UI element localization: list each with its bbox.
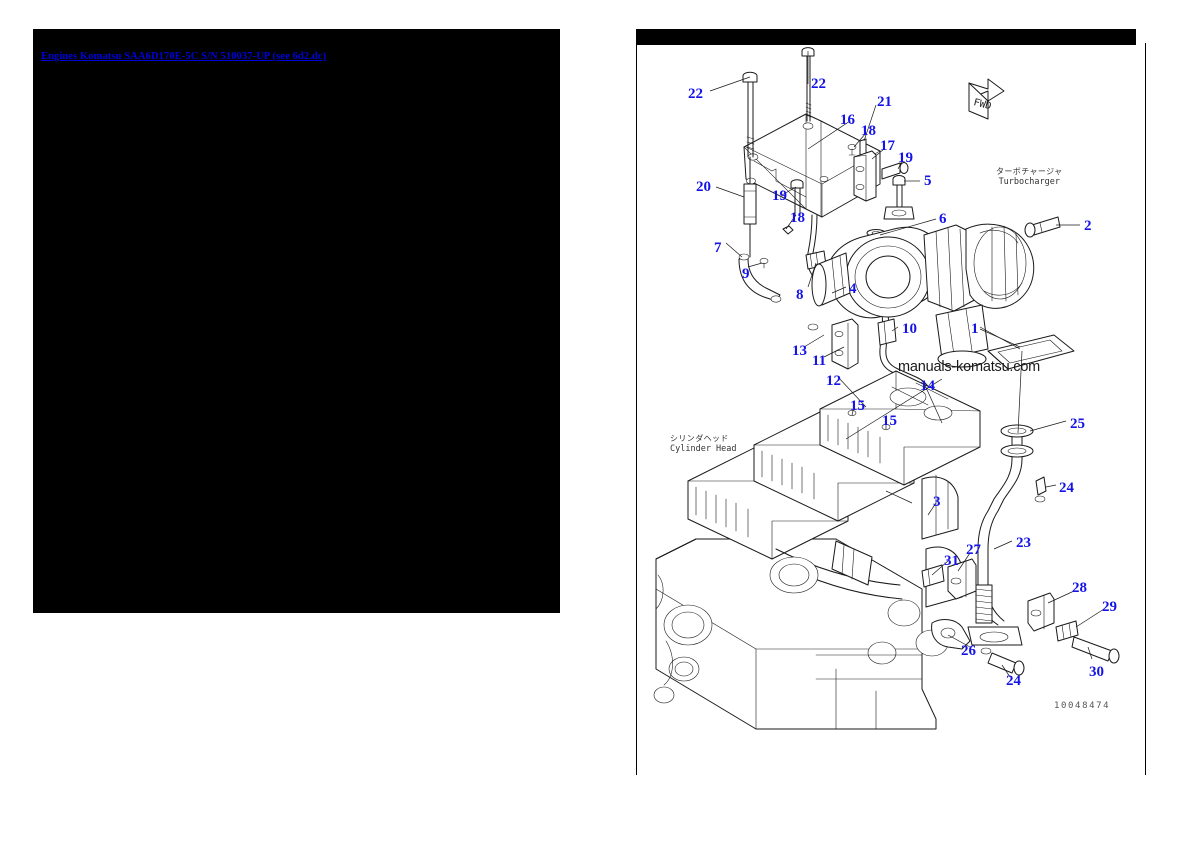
- caption-cylinder-head: シリンダヘッド Cylinder Head: [670, 434, 737, 454]
- callout-number: 12: [826, 373, 841, 389]
- engine-block-assembly: [653, 370, 981, 730]
- callout-number: 25: [1070, 416, 1085, 432]
- bracket-7: [738, 253, 782, 303]
- bolt-2: [1024, 216, 1061, 238]
- parts-diagram-panel: .ln { fill:none; stroke:#1a1a1a; stroke-…: [636, 29, 1146, 775]
- callout-number: 15: [882, 413, 897, 429]
- callout-number: 28: [1072, 580, 1087, 596]
- callout-number: 19: [772, 188, 787, 204]
- callout-number: 8: [796, 287, 804, 303]
- callout-number: 27: [966, 542, 981, 558]
- hardware-lower-cluster: [921, 558, 1120, 676]
- caption-cylinder-head-jp: シリンダヘッド: [670, 434, 729, 443]
- turbocharger-body: [811, 223, 1035, 368]
- oil-drain-tube-23: [967, 424, 1047, 646]
- document-preview-panel: Engines Komatsu SAA6D170E-5C S/N 510037-…: [33, 29, 560, 613]
- fwd-arrow-icon: FWD: [968, 78, 1005, 120]
- callout-number: 9: [742, 266, 750, 282]
- callout-number: 1: [971, 321, 979, 337]
- caption-cylinder-head-en: Cylinder Head: [670, 444, 737, 454]
- callout-number: 13: [792, 343, 807, 359]
- callout-number: 7: [714, 240, 722, 256]
- callout-number: 4: [849, 281, 857, 297]
- callout-number: 5: [924, 173, 932, 189]
- callout-number: 29: [1102, 599, 1117, 615]
- callout-number: 11: [812, 353, 827, 369]
- leader-lines: [709, 51, 1105, 678]
- caption-turbocharger-jp: ターボチャージャ: [996, 167, 1063, 176]
- callout-number: 21: [877, 94, 892, 110]
- callout-number: 15: [850, 398, 865, 414]
- diagram-left-border: [636, 43, 637, 775]
- callout-number: 18: [790, 210, 805, 226]
- callout-number: 19: [898, 150, 913, 166]
- callout-number: 14: [920, 378, 935, 394]
- callout-number: 22: [688, 86, 703, 102]
- site-watermark: manuals-komatsu.com: [898, 359, 1041, 375]
- callout-number: 16: [840, 112, 855, 128]
- callout-number: 20: [696, 179, 711, 195]
- heat-shield-assembly: [743, 113, 881, 218]
- callout-number: 24: [1006, 673, 1021, 689]
- callout-number: 2: [1084, 218, 1092, 234]
- callout-number: 30: [1089, 664, 1104, 680]
- document-title-link[interactable]: Engines Komatsu SAA6D170E-5C S/N 510037-…: [41, 51, 327, 62]
- gasket-1: [987, 334, 1075, 370]
- diagram-header-bar: [636, 29, 1136, 45]
- callout-number: 22: [811, 76, 826, 92]
- callout-number: 26: [961, 643, 976, 659]
- diagram-canvas: .ln { fill:none; stroke:#1a1a1a; stroke-…: [636, 29, 1146, 775]
- callout-number: 23: [1016, 535, 1031, 551]
- caption-turbocharger-en: Turbocharger: [998, 177, 1060, 187]
- diagram-right-border: [1145, 43, 1146, 775]
- svg-text:FWD: FWD: [972, 97, 992, 112]
- callout-number: 31: [944, 553, 959, 569]
- callout-number: 18: [861, 123, 876, 139]
- callout-number: 24: [1059, 480, 1074, 496]
- parts-illustration: .ln { fill:none; stroke:#1a1a1a; stroke-…: [653, 47, 1120, 730]
- callout-number: 17: [880, 138, 895, 154]
- drawing-number: 10048474: [1054, 701, 1111, 711]
- callout-number: 3: [933, 494, 941, 510]
- callout-number: 6: [939, 211, 947, 227]
- spacer-20: [743, 156, 757, 258]
- caption-turbocharger: ターボチャージャ Turbocharger: [996, 167, 1063, 187]
- callout-number: 10: [902, 321, 917, 337]
- bolt-9: [759, 258, 769, 269]
- fastener-cluster-18-19-17: [782, 144, 909, 235]
